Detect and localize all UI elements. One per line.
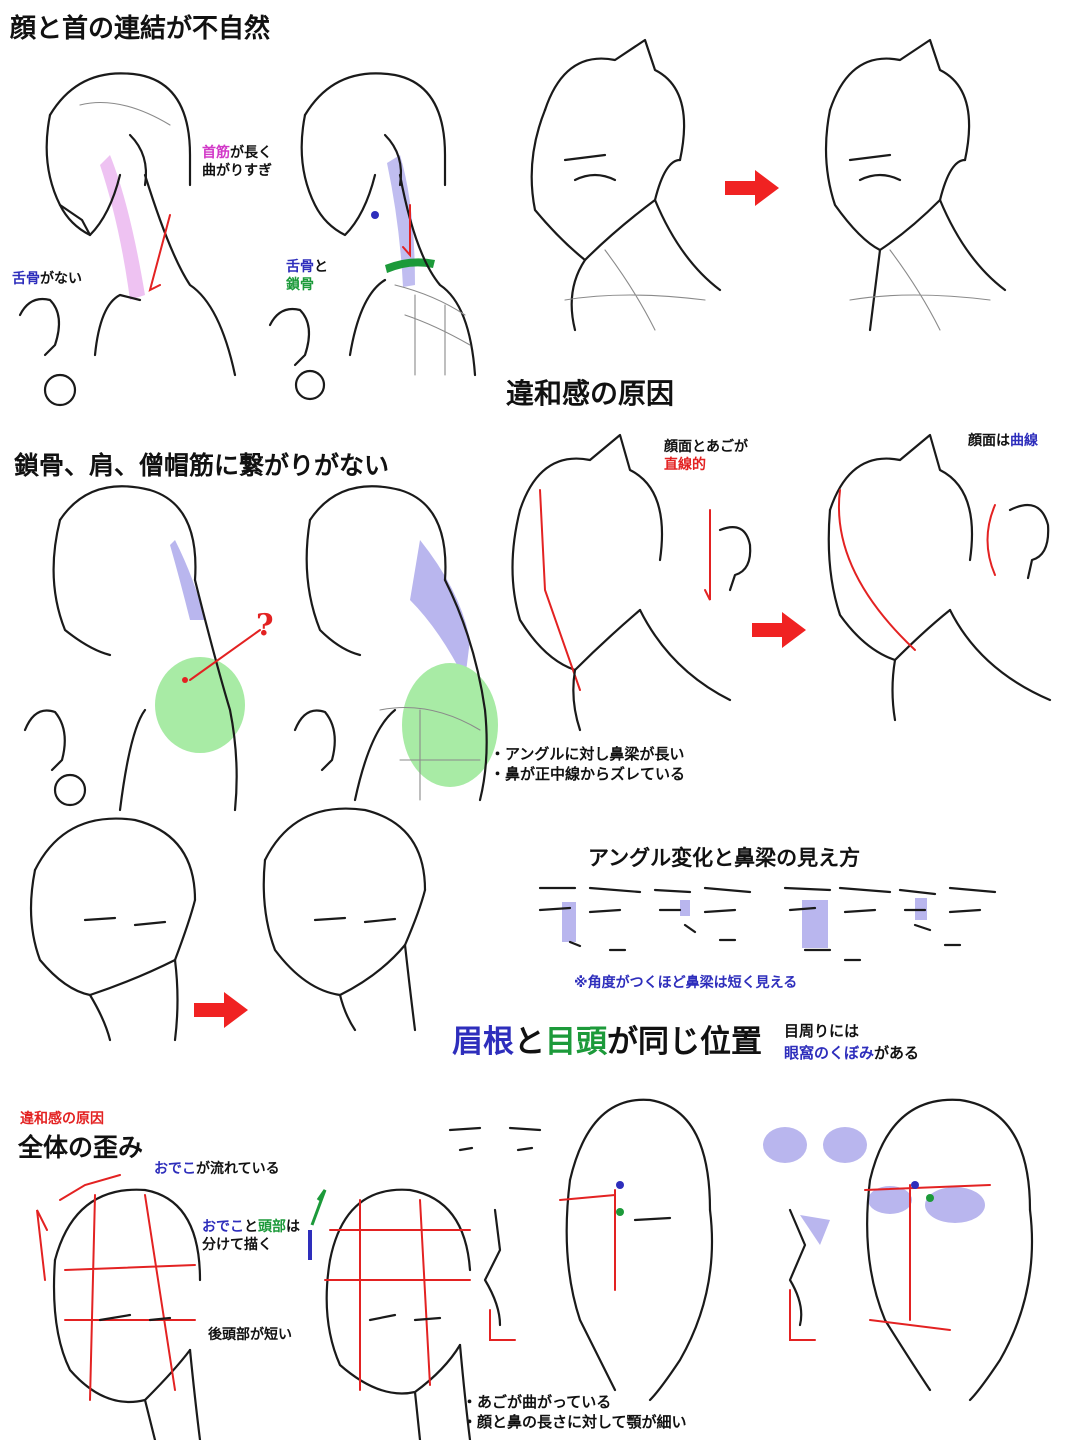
- clavicle-label: 鎖骨: [286, 277, 314, 293]
- brow-title-brow: 眉根: [452, 1024, 514, 1060]
- hyoid-missing-note: 舌骨がない: [12, 270, 82, 288]
- neck-muscle-rest1: が長く: [230, 145, 272, 161]
- nose-angle-sketches: [538, 886, 997, 962]
- girl-shoulder-sketch-2: [293, 485, 498, 802]
- right-arrow-icon: [752, 612, 806, 648]
- hyoid-clavicle-note: 舌骨と 鎖骨: [286, 258, 328, 294]
- brow-title-eye: 目頭: [545, 1024, 607, 1060]
- face-curve-note: 顔面は曲線: [968, 432, 1038, 450]
- front-head-sketch-2: [262, 807, 427, 1032]
- nose-bridge-notes: ・アングルに対し鼻梁が長い ・鼻が正中線からズレている: [490, 744, 685, 784]
- angle-note: ※角度がつくほど鼻梁は短く見える: [574, 975, 798, 991]
- distortion-title: 全体の歪み: [18, 1133, 144, 1162]
- chin-notes: ・あごが曲がっている ・顔と鼻の長さに対して顎が細い: [462, 1392, 687, 1432]
- brow-title-rest: が同じ位置: [607, 1024, 762, 1060]
- distortion-tag: 違和感の原因: [20, 1111, 104, 1127]
- face-chin-line2: 直線的: [664, 457, 706, 473]
- angle-title: アングル変化と鼻梁の見え方: [588, 845, 861, 870]
- chin-note1: ・あごが曲がっている: [462, 1393, 612, 1411]
- neck-muscle-note: 首筋が長く 曲がりすぎ: [202, 144, 272, 180]
- eye-area-rest: がある: [874, 1044, 920, 1062]
- boy-head-sketch-4: [827, 433, 1052, 722]
- nose-bridge-note2: ・鼻が正中線からズレている: [490, 765, 686, 783]
- right-arrow-icon: [725, 170, 779, 206]
- brow-title: 眉根と目頭が同じ位置: [452, 1016, 762, 1061]
- distorted-head-sketch-2: [308, 1188, 472, 1440]
- shoulder-title: 鎖骨、肩、僧帽筋に繋がりがない: [14, 451, 390, 480]
- back-head-note: 後頭部が短い: [208, 1327, 292, 1343]
- hyoid-and: と: [314, 259, 328, 275]
- separate-head: 頭部: [258, 1219, 286, 1235]
- hyoid-missing-rest: がない: [40, 271, 82, 287]
- forehead-flow-rest: が流れている: [196, 1161, 280, 1177]
- separate-rest1: は: [286, 1219, 300, 1235]
- brow-eye-sketches: [448, 1098, 714, 1402]
- face-chin-note: 顔面とあごが 直線的: [664, 438, 748, 474]
- eye-area-line1: 目周りには: [784, 1022, 860, 1040]
- question-mark: ?: [256, 608, 274, 643]
- orbit-sketches: [763, 1098, 1034, 1402]
- front-head-sketch-1: [29, 817, 197, 1042]
- cause-title: 違和感の原因: [506, 377, 675, 410]
- separate-rest2: 分けて描く: [202, 1237, 272, 1253]
- face-curve-prefix: 顔面は: [968, 433, 1010, 449]
- separate-note: おでこと頭部は 分けて描く: [202, 1218, 300, 1254]
- brow-title-and: と: [514, 1024, 545, 1060]
- separate-forehead: おでこ: [202, 1219, 244, 1235]
- neck-connection-title: 顔と首の連結が不自然: [10, 14, 271, 44]
- neck-muscle-highlight: 首筋: [202, 145, 230, 161]
- boy-head-sketch-2: [824, 38, 1007, 332]
- face-chin-line1: 顔面とあごが: [664, 439, 748, 455]
- separate-and: と: [244, 1219, 258, 1235]
- eye-area-highlight: 眼窩のくぼみ: [784, 1044, 875, 1062]
- nose-bridge-note1: ・アングルに対し鼻梁が長い: [490, 745, 685, 763]
- boy-head-sketch-3: [511, 433, 752, 732]
- neck-muscle-rest2: 曲がりすぎ: [202, 163, 272, 179]
- girl-profile-sketch-2: [268, 72, 477, 401]
- hyoid-missing-highlight: 舌骨: [12, 271, 40, 287]
- distorted-head-sketch-1: [36, 1174, 202, 1440]
- chin-note2: ・顔と鼻の長さに対して顎が細い: [462, 1413, 687, 1431]
- eye-area-note: 目周りには 眼窩のくぼみがある: [784, 1020, 919, 1064]
- girl-profile-sketch-1: [18, 72, 237, 407]
- boy-head-sketch-1: [530, 38, 722, 332]
- girl-shoulder-sketch-1: [23, 485, 261, 812]
- face-curve-highlight: 曲線: [1010, 433, 1038, 449]
- forehead-flow-highlight: おでこ: [154, 1161, 196, 1177]
- hyoid-label: 舌骨: [286, 259, 314, 275]
- right-arrow-icon: [194, 992, 248, 1028]
- forehead-flow-note: おでこが流れている: [154, 1160, 280, 1178]
